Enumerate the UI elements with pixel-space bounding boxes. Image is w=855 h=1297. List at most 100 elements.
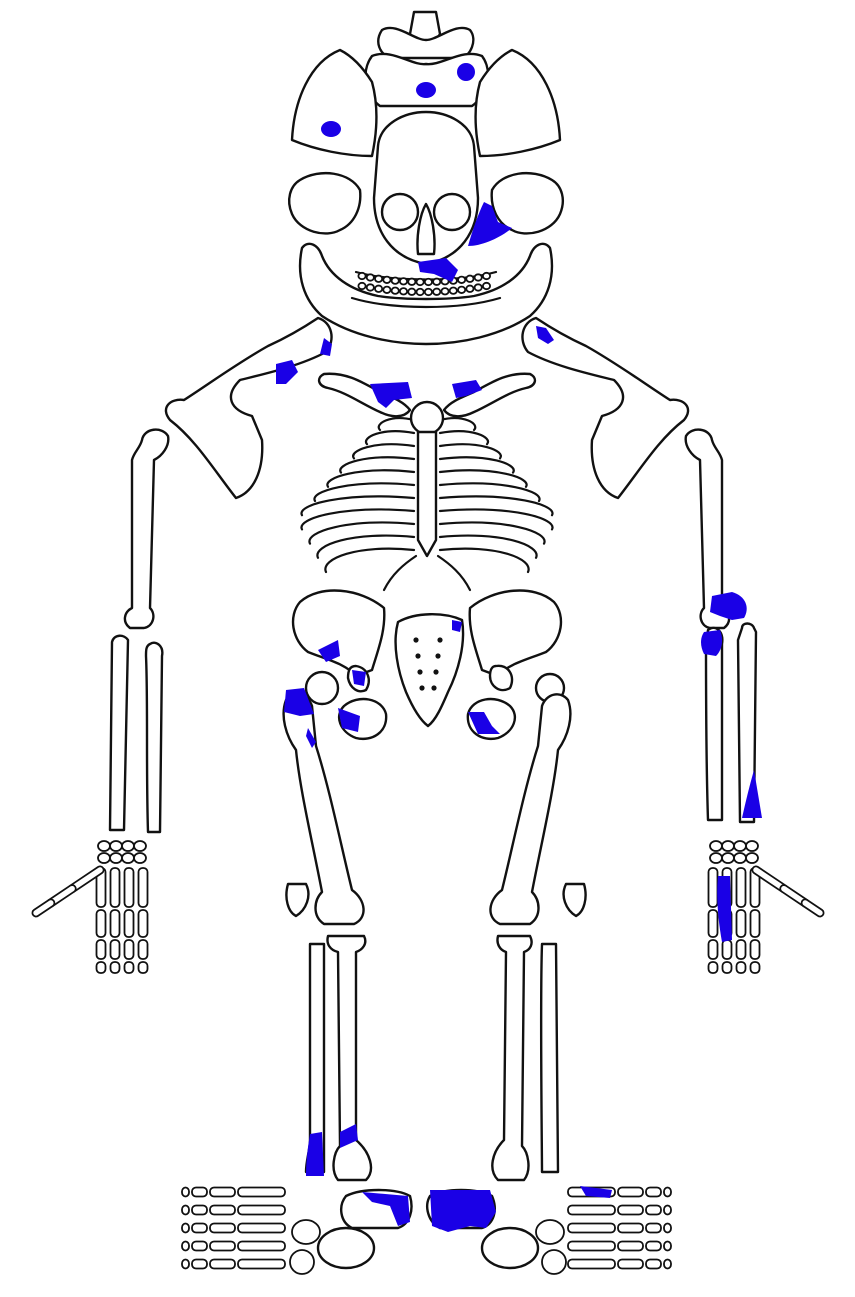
- left-metatarsal: [568, 1206, 615, 1215]
- tooth-upper: [367, 274, 374, 280]
- sacral-foramen: [417, 669, 422, 674]
- carpal: [746, 841, 758, 851]
- left-tibia: [492, 936, 531, 1180]
- right-metatarsal: [238, 1206, 285, 1215]
- right-ilium: [293, 591, 384, 676]
- rib-right: [317, 536, 414, 558]
- left-radius: [706, 628, 722, 820]
- rib-right: [366, 431, 414, 444]
- tooth-upper: [417, 279, 424, 285]
- carpal: [134, 853, 146, 863]
- carpal: [98, 841, 110, 851]
- phalanx: [139, 940, 148, 959]
- phalanx: [111, 910, 120, 937]
- hands: [36, 841, 820, 973]
- phalanx: [709, 910, 718, 937]
- sacral-foramen: [431, 685, 436, 690]
- carpal: [710, 853, 722, 863]
- sacral-foramen: [413, 637, 418, 642]
- floating-rib-right: [384, 556, 416, 590]
- phalanx: [723, 962, 732, 973]
- left-temporal: [289, 173, 360, 233]
- right-toe-phalanx: [182, 1224, 189, 1233]
- right-toe-phalanx: [210, 1188, 235, 1197]
- highlight-right-fibula-distal: [306, 1132, 324, 1176]
- phalanx: [751, 940, 760, 959]
- tooth-lower: [358, 283, 365, 289]
- metacarpal: [709, 868, 718, 907]
- left-toe-phalanx: [664, 1224, 671, 1233]
- right-toe-phalanx: [192, 1224, 207, 1233]
- right-cuboid: [290, 1250, 314, 1274]
- carpal: [122, 853, 134, 863]
- left-toe-phalanx: [664, 1260, 671, 1269]
- tooth-upper: [400, 278, 407, 284]
- tooth-upper: [458, 277, 465, 283]
- tooth-lower: [408, 289, 415, 295]
- phalanx: [751, 962, 760, 973]
- highlight-left-metacarpal: [717, 876, 732, 942]
- tooth-lower: [475, 284, 482, 290]
- rib-left: [440, 431, 488, 444]
- right-toe-phalanx: [210, 1260, 235, 1269]
- tooth-upper: [475, 274, 482, 280]
- left-pubis: [490, 666, 512, 690]
- tooth-lower: [417, 289, 424, 295]
- phalanx: [97, 940, 106, 959]
- tooth-lower: [450, 287, 457, 293]
- phalanx: [723, 940, 732, 959]
- carpal: [122, 841, 134, 851]
- tooth-upper: [383, 277, 390, 283]
- sacral-foramen: [433, 669, 438, 674]
- phalanx: [139, 910, 148, 937]
- left-ilium: [470, 591, 561, 676]
- phalanx: [751, 910, 760, 937]
- tooth-upper: [466, 276, 473, 282]
- right-metatarsal: [238, 1224, 285, 1233]
- carpal: [734, 841, 746, 851]
- carpal: [110, 841, 122, 851]
- sacrum: [396, 614, 463, 726]
- tooth-lower: [375, 286, 382, 292]
- teeth: [358, 273, 490, 295]
- rib-left: [440, 483, 540, 501]
- sacral-foramen: [435, 653, 440, 658]
- tooth-lower: [383, 287, 390, 293]
- highlight-left-parietal: [321, 121, 341, 137]
- tooth-lower: [392, 287, 399, 293]
- rib-right: [379, 418, 414, 430]
- tooth-lower: [400, 288, 407, 294]
- phalanx: [709, 940, 718, 959]
- tooth-upper: [375, 276, 382, 282]
- right-toe-phalanx: [182, 1260, 189, 1269]
- metacarpal: [111, 868, 120, 907]
- tooth-lower: [425, 289, 432, 295]
- right-orbit: [434, 194, 470, 230]
- metacarpal: [737, 868, 746, 907]
- sacral-foramen: [437, 637, 442, 642]
- rib-left: [440, 418, 475, 430]
- right-toe-phalanx: [192, 1206, 207, 1215]
- skull: [289, 12, 563, 344]
- left-toe-phalanx: [618, 1206, 643, 1215]
- rib-left: [440, 510, 553, 530]
- left-toe-phalanx: [664, 1188, 671, 1197]
- carpal: [734, 853, 746, 863]
- phalanx: [111, 940, 120, 959]
- tooth-upper: [408, 279, 415, 285]
- right-toe-phalanx: [210, 1206, 235, 1215]
- phalanx: [125, 962, 134, 973]
- highlight-occipital: [416, 82, 436, 98]
- left-cuboid: [542, 1250, 566, 1274]
- carpal: [98, 853, 110, 863]
- phalanx: [125, 940, 134, 959]
- phalanx: [111, 962, 120, 973]
- rib-right: [301, 496, 414, 515]
- left-toe-phalanx: [646, 1188, 661, 1197]
- rib-right: [301, 510, 414, 530]
- left-parietal: [292, 50, 377, 156]
- tooth-lower: [367, 284, 374, 290]
- tooth-lower: [433, 289, 440, 295]
- right-toe-phalanx: [192, 1242, 207, 1251]
